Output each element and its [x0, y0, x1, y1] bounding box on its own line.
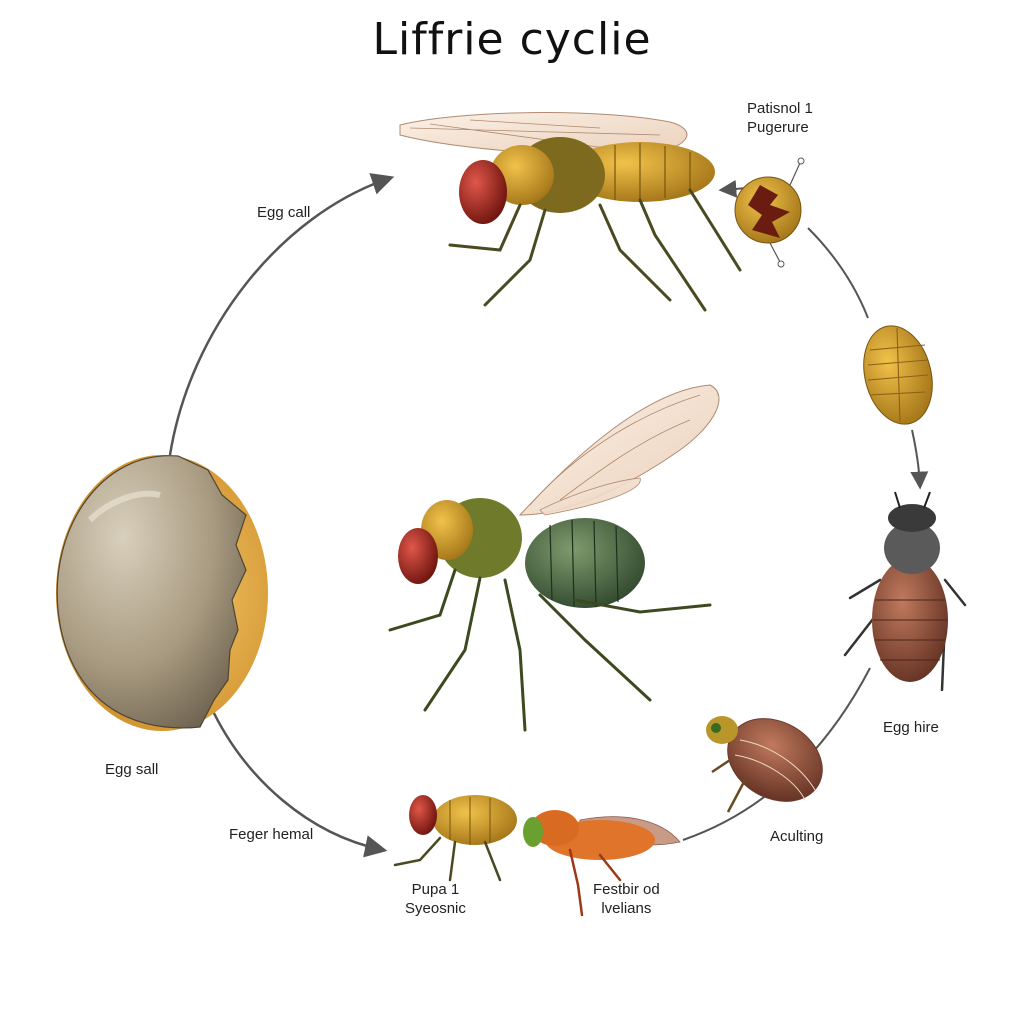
label-pupa-line2: Syeosnic — [405, 900, 466, 917]
cycle-arrow-left-up — [168, 173, 395, 456]
label-aculting: Aculting — [770, 828, 824, 845]
beetle-icon — [843, 491, 967, 692]
cycle-arrow-right-down — [807, 227, 869, 319]
label-egg-sall: Egg sall — [105, 761, 159, 778]
egg-icon — [56, 455, 268, 731]
beetle-larva-icon — [706, 716, 823, 813]
label-egg-call: Egg call — [257, 204, 311, 221]
label-festbir-line2: lvelians — [601, 900, 652, 917]
label-top-right-line1: Patisnol 1 — [747, 100, 813, 117]
central-fly-icon — [388, 384, 720, 732]
label-festbir-line1: Festbir od — [593, 881, 660, 898]
label-top-right: Patisnol 1 Pugerure — [747, 99, 813, 137]
label-pupa-line1: Pupa 1 — [411, 881, 460, 898]
adult-fly-icon — [399, 112, 742, 312]
label-feger-hemal: Feger hemal — [229, 826, 314, 843]
cracked-egg-icon — [734, 157, 805, 268]
cycle-arrow-right-down-2 — [910, 429, 929, 490]
label-egg-hire: Egg hire — [883, 719, 939, 736]
label-top-right-line2: Pugerure — [747, 119, 809, 136]
small-fly-icon — [393, 795, 517, 882]
cycle-arrow-bottom-left — [208, 704, 388, 858]
pupa-icon — [863, 325, 933, 425]
diagram-title: Liffrie cyclie — [372, 14, 652, 65]
orange-fly-icon — [523, 810, 681, 917]
label-festbir: Festbir od lvelians — [593, 880, 660, 918]
label-pupa: Pupa 1 Syeosnic — [405, 880, 466, 918]
